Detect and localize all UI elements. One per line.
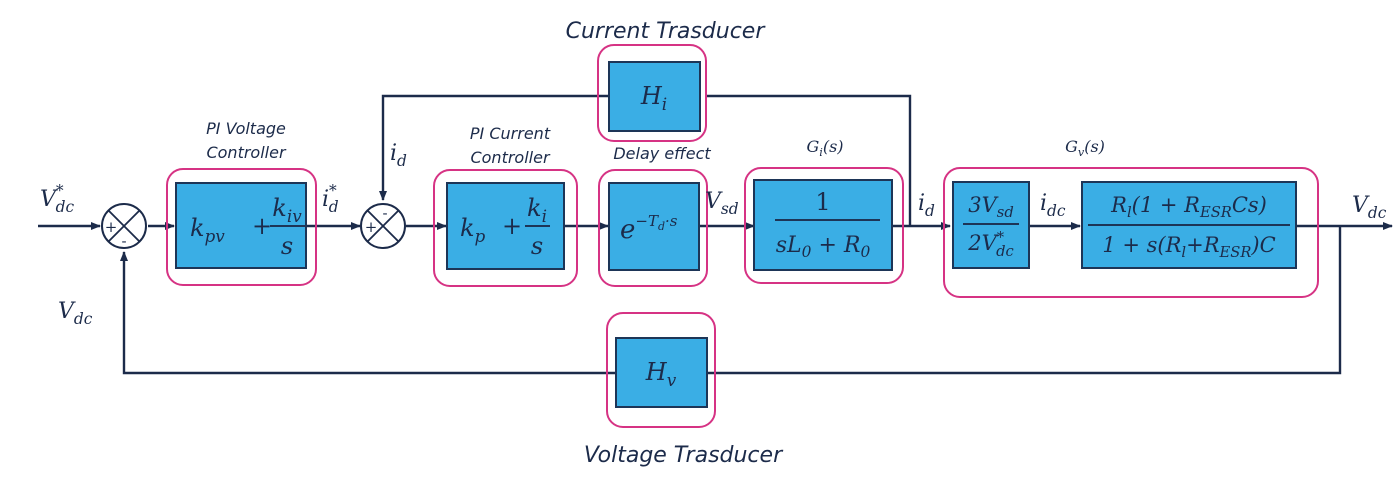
voltage-transducer-title: Voltage Trasducer	[584, 443, 784, 468]
voltage-transducer-block	[615, 337, 708, 408]
pi-voltage-label-line1: PI Voltage	[206, 119, 286, 138]
signal-vdc-feedback: Vdc	[58, 299, 93, 328]
hi-label: Hi	[640, 82, 667, 114]
plant-num: Rl(1 + RESRCs)	[1110, 193, 1267, 221]
signal-id-feedback: id	[390, 141, 407, 170]
piv-kp: kpv	[190, 214, 225, 246]
wire-current-fb-left	[379, 94, 610, 201]
wire-voltage-fb-right	[706, 226, 1342, 375]
gi-group	[744, 167, 904, 284]
pii-num: ki	[527, 194, 547, 226]
signal-vdc-ref: V*dc	[40, 182, 74, 216]
gi-label: Gi(s)	[806, 137, 843, 159]
delay-effect-label: Delay effect	[613, 144, 711, 163]
signal-vsd: Vsd	[705, 189, 739, 218]
signal-idc: idc	[1040, 191, 1066, 220]
voltage-transducer-group	[606, 312, 716, 428]
pii-plus: +	[502, 212, 522, 240]
minus-sign: -	[121, 232, 126, 250]
gain-den: 2V*dc	[967, 229, 1014, 260]
pii-kp: kp	[460, 214, 486, 246]
plus-sign: +	[105, 218, 118, 236]
plant-den: 1 + s(Rl+RESR)C	[1102, 233, 1275, 261]
pi-current-group	[433, 169, 578, 287]
gi-num: 1	[815, 188, 830, 216]
hv-label: Hv	[645, 358, 677, 390]
current-transducer-group	[597, 44, 707, 142]
piv-num: kiv	[272, 194, 302, 226]
signal-vdc-out: Vdc	[1352, 193, 1387, 222]
gain-num: 3Vsd	[968, 193, 1013, 221]
current-transducer-title: Current Trasducer	[566, 19, 767, 44]
gi-den: sL0 + R0	[776, 233, 871, 261]
plus-sign: +	[365, 218, 378, 236]
piv-plus: +	[252, 212, 272, 240]
pi-voltage-group	[166, 168, 317, 286]
gi-block	[753, 179, 893, 271]
wire-current-fb-right	[706, 94, 912, 226]
summing-junction-voltage: + -	[101, 203, 147, 250]
delay-expression: e−Td·s	[620, 212, 678, 245]
wire-voltage-fb-left	[120, 251, 617, 375]
current-transducer-block	[608, 61, 701, 132]
gv-label: Gv(s)	[1065, 137, 1105, 159]
signal-id-ref: i*d	[322, 182, 339, 216]
delay-group	[598, 169, 708, 287]
piv-den: s	[281, 232, 293, 260]
pii-den: s	[531, 232, 543, 260]
gv-group	[943, 167, 1319, 298]
pi-voltage-label-line2: Controller	[206, 143, 286, 162]
pi-current-label-line1: PI Current	[470, 124, 551, 143]
summing-junction-current: + -	[360, 203, 406, 249]
pi-current-label-line2: Controller	[470, 148, 550, 167]
delay-block	[608, 182, 700, 271]
minus-sign: -	[382, 204, 387, 222]
signal-id: id	[918, 191, 935, 220]
